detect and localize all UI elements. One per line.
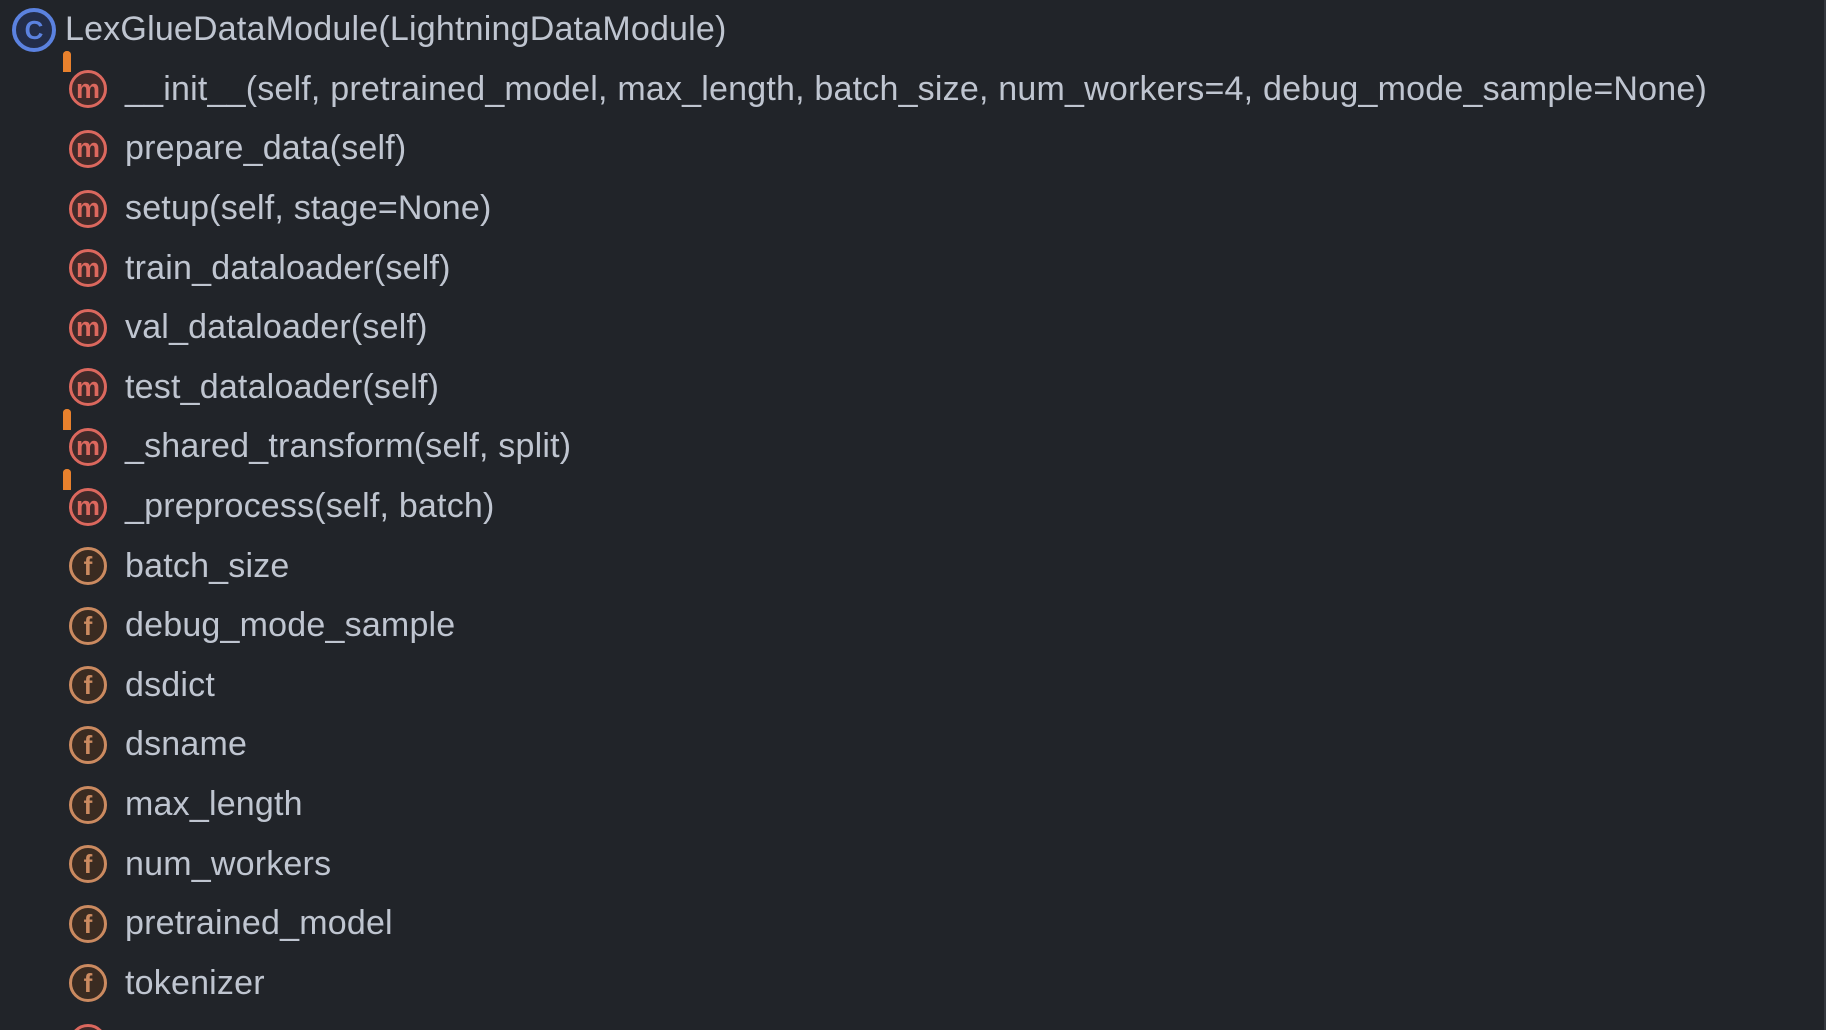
icon-wrap: f [69, 606, 107, 645]
icon-wrap: m [63, 51, 107, 109]
class-icon: C [12, 7, 56, 52]
symbol-label: batch_size [125, 546, 290, 585]
structure-item-method-train-dataloader[interactable]: m train_dataloader(self) [0, 238, 1826, 298]
icon-wrap: f [69, 845, 107, 884]
method-icon: m [69, 368, 107, 407]
symbol-label: _shared_transform(self, split) [125, 427, 572, 466]
symbol-label: train_dataloader(self) [125, 248, 451, 287]
structure-item-method-preprocess[interactable]: m _preprocess(self, batch) [0, 468, 1826, 537]
structure-item-method-test-dataloader[interactable]: m test_dataloader(self) [0, 358, 1826, 418]
structure-item-method-setup[interactable]: m setup(self, stage=None) [0, 179, 1826, 239]
field-icon: f [69, 964, 107, 1003]
icon-wrap: m [69, 129, 107, 168]
method-icon: m [69, 1023, 107, 1030]
field-icon: f [69, 904, 107, 943]
symbol-label: val_dataloader(self) [125, 308, 428, 347]
structure-item-field-dsdict[interactable]: f dsdict [0, 656, 1826, 716]
symbol-label: debug_mode_sample [125, 606, 456, 645]
field-icon: f [69, 845, 107, 884]
symbol-label: tokenizer [125, 963, 265, 1002]
icon-wrap: C [12, 7, 56, 52]
symbol-label: _preprocess(self, batch) [125, 487, 495, 526]
structure-item-class-lexgluedatamodule[interactable]: C LexGlueDataModule(LightningDataModule) [0, 0, 1826, 60]
method-icon: m [69, 427, 107, 466]
structure-item-method-init[interactable]: m __init__(self, pretrained_model, max_l… [0, 51, 1826, 120]
symbol-label: setup(self, stage=None) [125, 189, 492, 228]
icon-wrap: m [69, 368, 107, 407]
method-icon: m [69, 189, 107, 228]
symbol-label: num_workers [125, 844, 332, 883]
symbol-label: __init__(self, pretrained_model, max_len… [125, 69, 1708, 108]
symbol-label: prepare_data(self) [125, 129, 407, 168]
structure-item-field-num-workers[interactable]: f num_workers [0, 834, 1826, 894]
icon-wrap: m [69, 249, 107, 288]
method-icon: m [69, 249, 107, 288]
method-icon: m [69, 129, 107, 168]
icon-wrap: f [69, 666, 107, 705]
field-icon: f [69, 666, 107, 705]
structure-item-method-val-dataloader[interactable]: m val_dataloader(self) [0, 298, 1826, 358]
field-icon: f [69, 785, 107, 824]
icon-wrap: m [69, 1023, 107, 1030]
field-icon: f [69, 547, 107, 586]
lock-icon [62, 51, 82, 73]
structure-item-method-prepare-data[interactable]: m prepare_data(self) [0, 119, 1826, 179]
icon-wrap: f [69, 547, 107, 586]
symbol-label: pretrained_model [125, 904, 393, 943]
panel-edge [1824, 0, 1826, 1030]
field-icon: f [69, 725, 107, 764]
icon-wrap: m [63, 408, 107, 466]
structure-item-field-pretrained-model[interactable]: f pretrained_model [0, 894, 1826, 954]
icon-wrap: f [69, 725, 107, 764]
symbol-label: dsname [125, 725, 248, 764]
method-icon: m [69, 308, 107, 347]
symbol-label: max_length [125, 785, 303, 824]
symbol-label: test_dataloader(self) [125, 367, 440, 406]
lock-icon [62, 468, 82, 491]
structure-item-field-debug-mode-sample[interactable]: f debug_mode_sample [0, 596, 1826, 656]
structure-item-method-shared-transform[interactable]: m _shared_transform(self, split) [0, 408, 1826, 477]
method-icon: m [69, 70, 107, 109]
icon-wrap: f [69, 785, 107, 824]
structure-item-field-dsname[interactable]: f dsname [0, 715, 1826, 775]
icon-wrap: m [63, 468, 107, 526]
lock-icon [62, 408, 82, 431]
structure-item-item-cut-off[interactable]: m [0, 1013, 1826, 1030]
structure-item-field-batch-size[interactable]: f batch_size [0, 536, 1826, 596]
structure-item-field-tokenizer[interactable]: f tokenizer [0, 954, 1826, 1014]
icon-wrap: m [69, 189, 107, 228]
icon-wrap: f [69, 904, 107, 943]
symbol-label: LexGlueDataModule(LightningDataModule) [65, 10, 727, 49]
method-icon: m [69, 487, 107, 526]
symbol-label: dsdict [125, 665, 216, 704]
structure-item-field-max-length[interactable]: f max_length [0, 775, 1826, 835]
icon-wrap: m [69, 308, 107, 347]
icon-wrap: f [69, 964, 107, 1003]
field-icon: f [69, 606, 107, 645]
